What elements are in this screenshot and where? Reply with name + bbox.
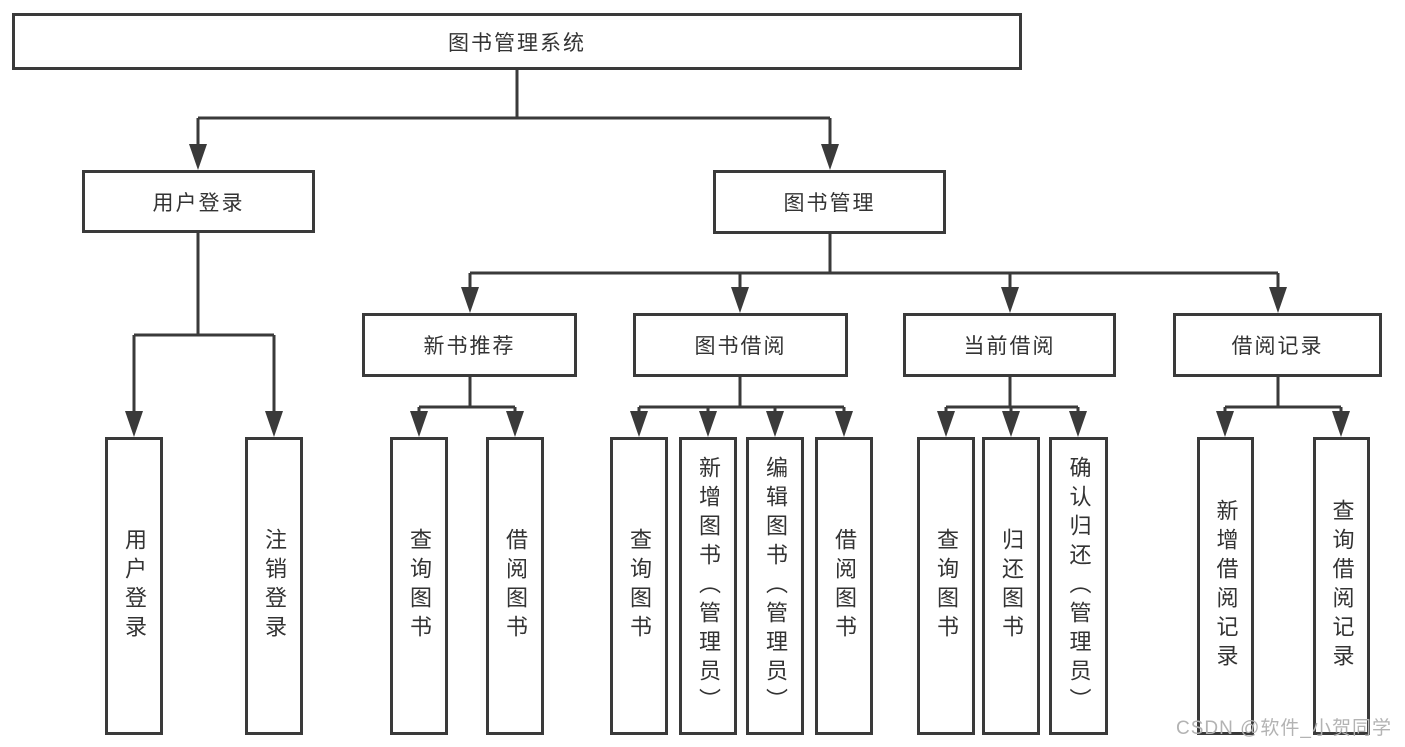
leaf-query-books-2: 查询图书: [610, 437, 668, 735]
node-new-book-rec-label: 新书推荐: [423, 335, 516, 358]
leaf-return-books: 归还图书: [982, 437, 1040, 735]
arrow-leaf: [1216, 411, 1234, 437]
leaf-query-books-1-label: 查询图书: [407, 528, 432, 644]
leaf-query-books-1: 查询图书: [390, 437, 448, 735]
arrow-leaf: [630, 411, 648, 437]
arrowheads: [125, 144, 1350, 437]
leaf-confirm-return-admin: 确认归还（管理员）: [1049, 437, 1108, 735]
leaf-user-login-label: 用户登录: [122, 528, 147, 644]
arrow-leaf: [506, 411, 524, 437]
node-current-borrow: 当前借阅: [903, 313, 1116, 377]
leaf-borrow-books-1: 借阅图书: [486, 437, 544, 735]
leaf-add-borrow-record: 新增借阅记录: [1197, 437, 1254, 735]
leaf-add-books-admin-label: 新增图书（管理员）: [696, 455, 721, 717]
connector-new-book: [417, 377, 517, 420]
arrow-leaf: [699, 411, 717, 437]
leaf-query-books-2-label: 查询图书: [627, 528, 652, 644]
leaf-add-books-admin: 新增图书（管理员）: [679, 437, 737, 735]
arrow-borrow-records: [1269, 287, 1287, 313]
node-current-borrow-label: 当前借阅: [963, 335, 1056, 358]
arrow-leaf: [1069, 411, 1087, 437]
arrow-user-login: [189, 144, 207, 170]
leaf-borrow-books-2-label: 借阅图书: [832, 528, 857, 644]
leaf-edit-books-admin-label: 编辑图书（管理员）: [763, 455, 788, 717]
node-root-label: 图书管理系统: [448, 31, 586, 55]
arrow-new-book: [461, 287, 479, 313]
node-book-mgmt-label: 图书管理: [783, 192, 876, 215]
leaf-borrow-books-2: 借阅图书: [815, 437, 873, 735]
connector-book-borrow: [637, 377, 846, 420]
leaf-add-borrow-record-label: 新增借阅记录: [1213, 499, 1239, 673]
arrow-leaf: [937, 411, 955, 437]
arrow-current-borrow: [1001, 287, 1019, 313]
arrow-leaf: [1002, 411, 1020, 437]
connector-root: [196, 70, 832, 152]
leaf-query-borrow-record-label: 查询借阅记录: [1329, 499, 1355, 673]
leaf-query-books-3-label: 查询图书: [934, 528, 959, 644]
node-borrow-records: 借阅记录: [1173, 313, 1382, 377]
node-new-book-rec: 新书推荐: [362, 313, 577, 377]
csdn-watermark: CSDN @软件_小贺同学: [1176, 718, 1392, 739]
leaf-edit-books-admin: 编辑图书（管理员）: [746, 437, 804, 735]
arrow-book-mgmt: [821, 144, 839, 170]
arrow-leaf: [265, 411, 283, 437]
arrow-book-borrow: [731, 287, 749, 313]
connector-book-mgmt: [468, 234, 1280, 296]
leaf-logout-label: 注销登录: [262, 528, 287, 644]
leaf-confirm-return-admin-label: 确认归还（管理员）: [1066, 455, 1092, 717]
leaf-user-login: 用户登录: [105, 437, 163, 735]
arrow-leaf: [125, 411, 143, 437]
arrow-leaf: [410, 411, 428, 437]
leaf-logout: 注销登录: [245, 437, 303, 735]
node-book-mgmt: 图书管理: [713, 170, 946, 234]
leaf-return-books-label: 归还图书: [999, 528, 1024, 644]
connector-borrow-records: [1223, 377, 1343, 420]
leaf-query-books-3: 查询图书: [917, 437, 975, 735]
arrow-leaf: [835, 411, 853, 437]
node-user-login-label: 用户登录: [152, 191, 245, 215]
connector-user-login: [132, 233, 276, 419]
node-book-borrow-label: 图书借阅: [694, 335, 787, 358]
arrow-leaf: [766, 411, 784, 437]
leaf-borrow-books-1-label: 借阅图书: [503, 528, 528, 644]
node-user-login: 用户登录: [82, 170, 315, 233]
node-root: 图书管理系统: [12, 13, 1022, 70]
node-book-borrow: 图书借阅: [633, 313, 848, 377]
leaf-query-borrow-record: 查询借阅记录: [1313, 437, 1370, 735]
arrow-leaf: [1332, 411, 1350, 437]
node-borrow-records-label: 借阅记录: [1231, 335, 1324, 358]
